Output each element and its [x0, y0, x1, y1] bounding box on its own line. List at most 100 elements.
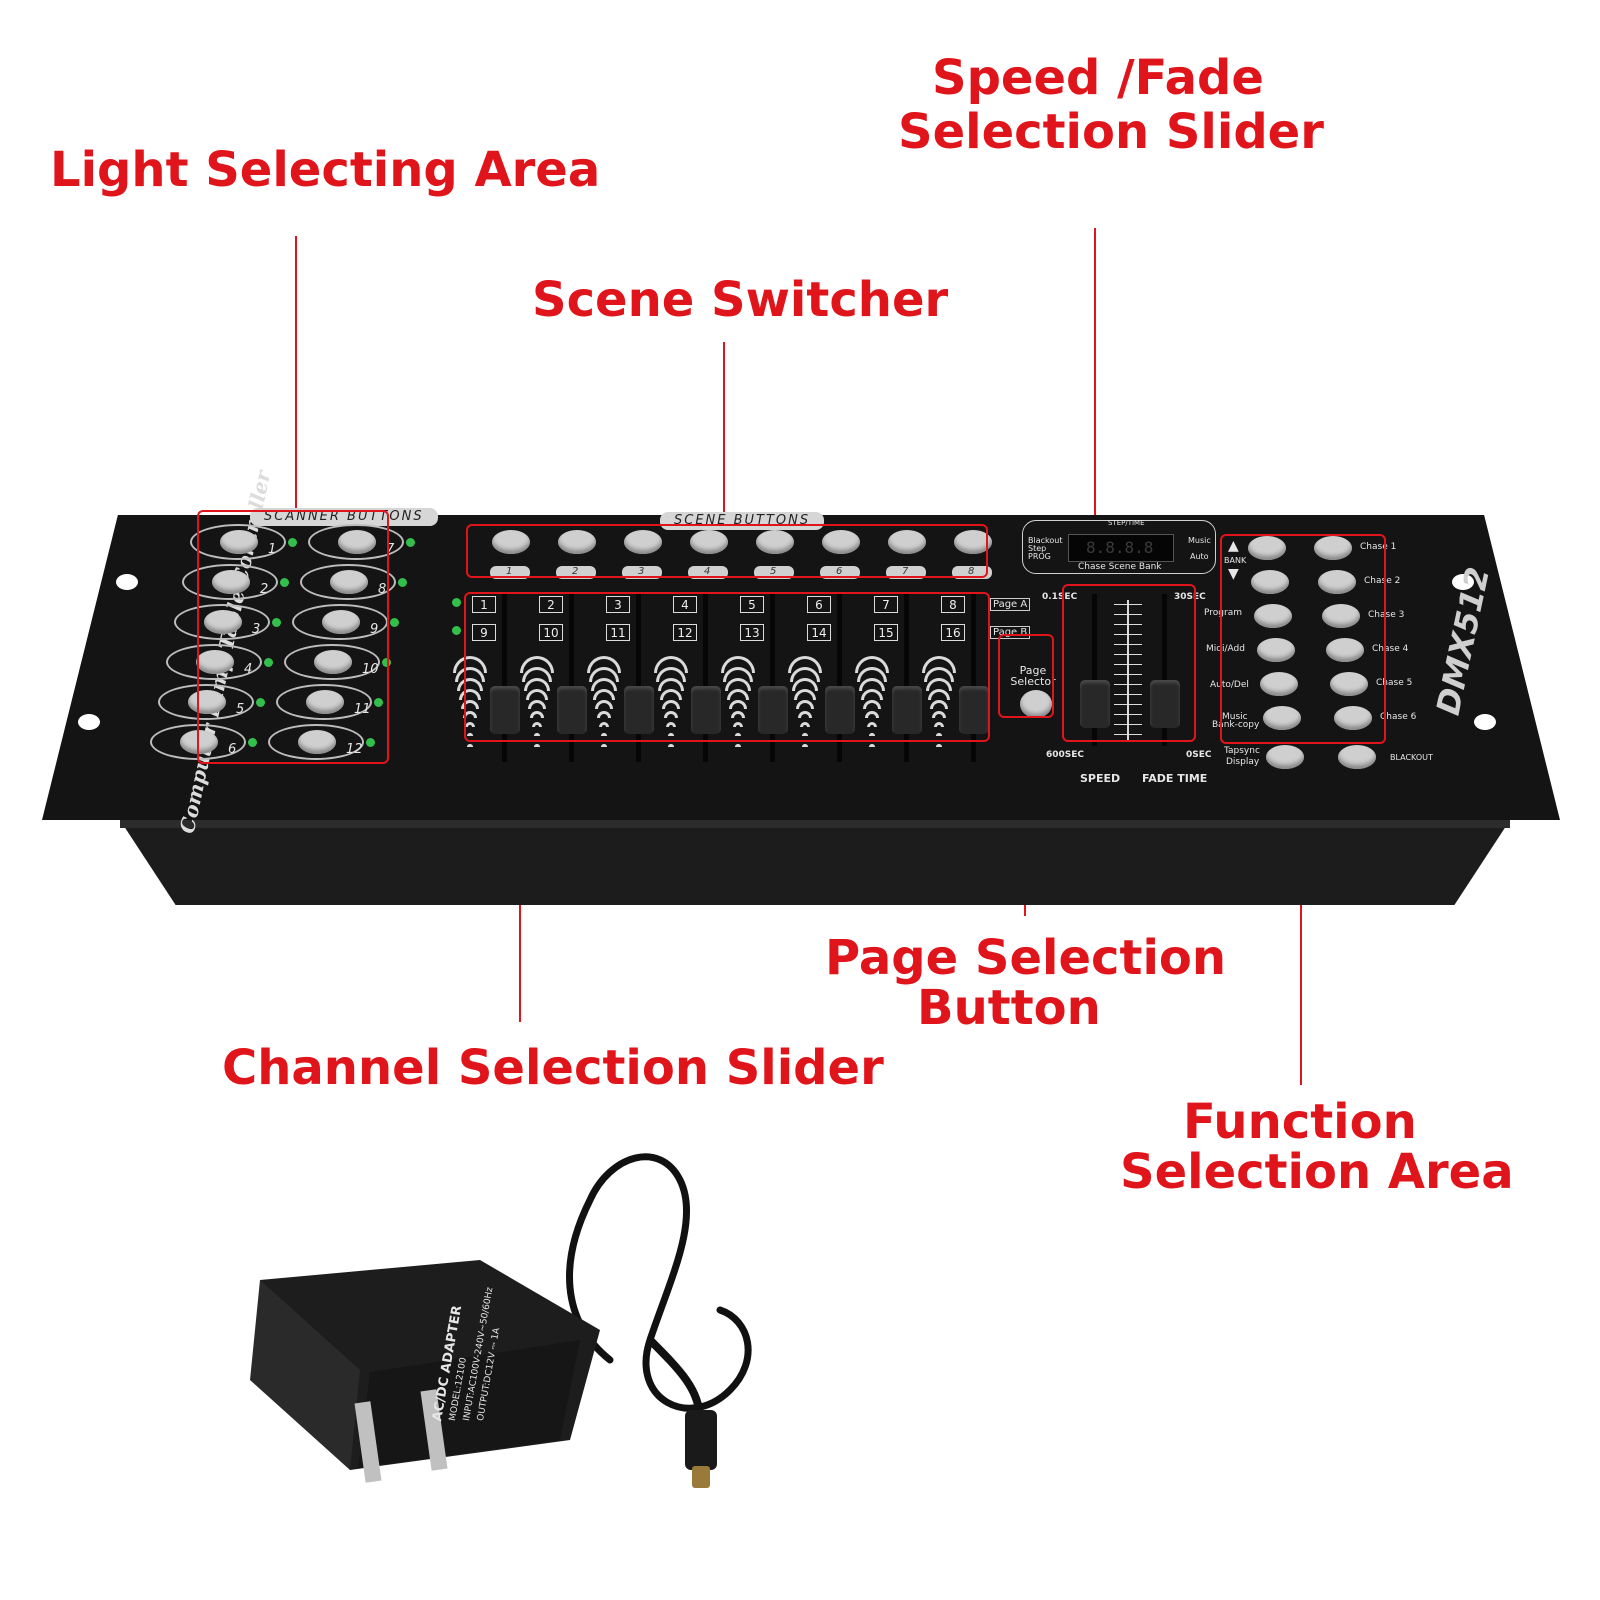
channel-slider-knob[interactable] — [758, 686, 788, 734]
scanner-led — [256, 698, 265, 707]
function-label: Program — [1204, 608, 1242, 618]
scale-arc — [601, 744, 607, 747]
scanner-button[interactable] — [196, 650, 234, 674]
channel-slider-knob[interactable] — [490, 686, 520, 734]
scanner-led — [366, 738, 375, 747]
scene-button[interactable] — [954, 530, 992, 554]
fade-slider-track[interactable] — [1162, 594, 1167, 746]
scanner-button[interactable] — [330, 570, 368, 594]
scale-arc — [869, 744, 875, 747]
scanner-button[interactable] — [306, 690, 344, 714]
scene-button-number: 6 — [836, 566, 843, 577]
channel-slider-track[interactable] — [837, 592, 842, 762]
function-button[interactable] — [1257, 638, 1295, 662]
channel-number-bottom: 15 — [874, 624, 898, 641]
scene-button[interactable] — [624, 530, 662, 554]
scale-tick — [1114, 724, 1142, 725]
scale-arc — [857, 667, 887, 682]
function-area-highlight — [1220, 534, 1386, 744]
channel-slider-knob[interactable] — [825, 686, 855, 734]
function-button[interactable] — [1260, 672, 1298, 696]
chase-button[interactable] — [1334, 706, 1372, 730]
scanner-button[interactable] — [220, 530, 258, 554]
scanner-button[interactable] — [314, 650, 352, 674]
scanner-button[interactable] — [212, 570, 250, 594]
scene-button[interactable] — [690, 530, 728, 554]
scanner-led — [272, 618, 281, 627]
scene-button-number: 3 — [638, 566, 645, 577]
scanner-button-ring — [308, 524, 404, 560]
function-button[interactable] — [1251, 570, 1289, 594]
scanner-button-number: 10 — [362, 662, 379, 677]
scanner-button-number: 2 — [260, 582, 269, 597]
scale-arc — [457, 678, 483, 691]
scale-arc — [792, 678, 818, 691]
channel-number-bottom: 13 — [740, 624, 764, 641]
channel-slider-knob[interactable] — [892, 686, 922, 734]
scanner-button[interactable] — [338, 530, 376, 554]
channel-number-top: 1 — [472, 596, 496, 613]
scale-tick — [1114, 624, 1142, 625]
channel-slider-knob[interactable] — [557, 686, 587, 734]
channel-slider-knob[interactable] — [624, 686, 654, 734]
channel-slider-track[interactable] — [502, 592, 507, 762]
scene-button[interactable] — [492, 530, 530, 554]
scale-arc — [660, 689, 682, 700]
scanner-buttons-tag: SCANNER BUTTONS — [250, 508, 438, 526]
page-b-label: Page B — [990, 626, 1031, 639]
display-button-label: Display — [1226, 757, 1260, 767]
scanner-led — [374, 698, 383, 707]
scanner-button-number: 6 — [228, 742, 237, 757]
channel-slider-track[interactable] — [636, 592, 641, 762]
channel-number-bottom: 10 — [539, 624, 563, 641]
function-button[interactable] — [1254, 604, 1292, 628]
scanner-button-ring — [300, 564, 396, 600]
scale-arc — [467, 733, 473, 736]
chase-button[interactable] — [1318, 570, 1356, 594]
channel-number-bottom: 9 — [472, 624, 496, 641]
function-button[interactable] — [1248, 536, 1286, 560]
speed-slider-knob[interactable] — [1080, 680, 1110, 728]
chase-label: Chase 4 — [1372, 644, 1409, 654]
scanner-button[interactable] — [322, 610, 360, 634]
blackout-button[interactable] — [1338, 745, 1376, 769]
scanner-button[interactable] — [188, 690, 226, 714]
speed-fade-highlight — [1062, 584, 1196, 742]
scale-tick — [1114, 734, 1142, 735]
page-selector-button[interactable] — [1020, 690, 1052, 718]
channel-slider-track[interactable] — [904, 592, 909, 762]
chase-button[interactable] — [1330, 672, 1368, 696]
scale-arc — [802, 744, 808, 747]
chase-button[interactable] — [1314, 536, 1352, 560]
channel-number-bottom: 12 — [673, 624, 697, 641]
chase-button[interactable] — [1326, 638, 1364, 662]
channel-slider-track[interactable] — [703, 592, 708, 762]
fade-slider-knob[interactable] — [1150, 680, 1180, 728]
channel-slider-knob[interactable] — [959, 686, 989, 734]
speed-slider-track[interactable] — [1092, 594, 1097, 746]
scale-arc — [465, 722, 475, 727]
scene-button[interactable] — [756, 530, 794, 554]
scene-button[interactable] — [558, 530, 596, 554]
channel-slider-track[interactable] — [569, 592, 574, 762]
scanner-button[interactable] — [204, 610, 242, 634]
scanner-button[interactable] — [298, 730, 336, 754]
display-panel — [1022, 520, 1216, 574]
chase-label: Chase 3 — [1368, 610, 1405, 620]
chase-button[interactable] — [1322, 604, 1360, 628]
scanner-button[interactable] — [180, 730, 218, 754]
channel-slider-track[interactable] — [770, 592, 775, 762]
speed-fade-label-line1: Speed /Fade — [932, 50, 1264, 106]
scanner-button-ring — [182, 564, 278, 600]
scene-button[interactable] — [822, 530, 860, 554]
scene-button[interactable] — [888, 530, 926, 554]
channel-slider-knob[interactable] — [691, 686, 721, 734]
scale-tick — [1114, 634, 1142, 635]
tapsync-display-button[interactable] — [1266, 745, 1304, 769]
speed-max-label: 600SEC — [1046, 750, 1085, 760]
scanner-led — [280, 578, 289, 587]
chase-label: Chase 6 — [1380, 712, 1417, 722]
function-area-leader — [1300, 745, 1302, 1085]
function-button[interactable] — [1263, 706, 1301, 730]
channel-slider-track[interactable] — [971, 592, 976, 762]
